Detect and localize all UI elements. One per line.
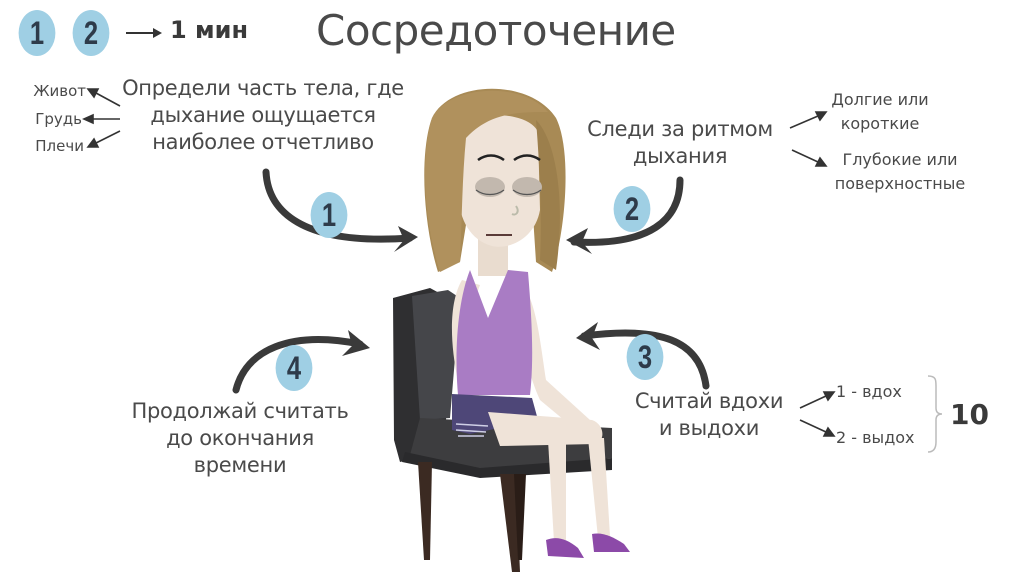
legend-badge-1: 1: [18, 10, 56, 56]
step-3-total: 10: [950, 398, 989, 431]
step-1-text: Определи часть тела, где дыхание ощущает…: [118, 75, 408, 156]
step-3-option-exhale: 2 - выдох: [836, 428, 915, 447]
legend-badge-2: 2: [72, 10, 110, 56]
step-2-option-arrows: [789, 111, 828, 167]
step-3-option-inhale: 1 - вдох: [836, 382, 902, 401]
page-title: Сосредоточение: [316, 6, 676, 55]
step-2-arrow-icon: [566, 176, 684, 254]
step-1-line-2: дыхание ощущается: [150, 103, 376, 127]
step-4-line-1: Продолжай считать: [131, 399, 349, 423]
step-3-badge: 3: [626, 334, 664, 380]
step-3-arrow-icon: [576, 322, 710, 390]
step-1-option-belly: Живот: [33, 82, 86, 100]
step-1-badge: 1: [310, 192, 348, 238]
step-1-option-arrows: [82, 88, 121, 148]
step-1-arrow-icon: [262, 168, 418, 252]
step-3-line-2: и выдохи: [658, 416, 760, 440]
duration-label: 1 мин: [170, 16, 249, 44]
step-1-line-3: наиболее отчетливо: [152, 130, 374, 154]
step-4-text: Продолжай считать до окончания времени: [110, 398, 370, 479]
step-2-option-2-line-1: Глубокие или: [842, 150, 958, 169]
step-4-arrow-icon: [232, 330, 370, 394]
step-3-option-arrows: [799, 391, 836, 437]
step-2-option-length: Долгие или короткие: [820, 88, 940, 136]
brace-icon: [927, 375, 943, 453]
step-2-option-1-line-1: Долгие или: [831, 90, 929, 109]
step-2-line-2: дыхания: [632, 144, 728, 168]
step-3-text: Считай вдохи и выдохи: [624, 388, 794, 442]
step-1-option-chest: Грудь: [35, 110, 82, 128]
step-2-option-1-line-2: короткие: [840, 114, 920, 133]
step-1-line-1: Определи часть тела, где: [122, 76, 404, 100]
step-2-option-depth: Глубокие или поверхностные: [820, 148, 980, 196]
step-2-option-2-line-2: поверхностные: [834, 174, 966, 193]
step-4-badge: 4: [275, 345, 313, 391]
step-2-text: Следи за ритмом дыхания: [580, 116, 780, 170]
step-4-line-2: до окончания: [166, 426, 314, 450]
step-2-line-1: Следи за ритмом: [587, 117, 773, 141]
step-3-line-1: Считай вдохи: [634, 389, 784, 413]
step-4-line-3: времени: [193, 453, 287, 477]
person-illustration: [424, 88, 630, 558]
step-2-badge: 2: [613, 186, 651, 232]
step-1-option-shoulders: Плечи: [35, 137, 84, 155]
